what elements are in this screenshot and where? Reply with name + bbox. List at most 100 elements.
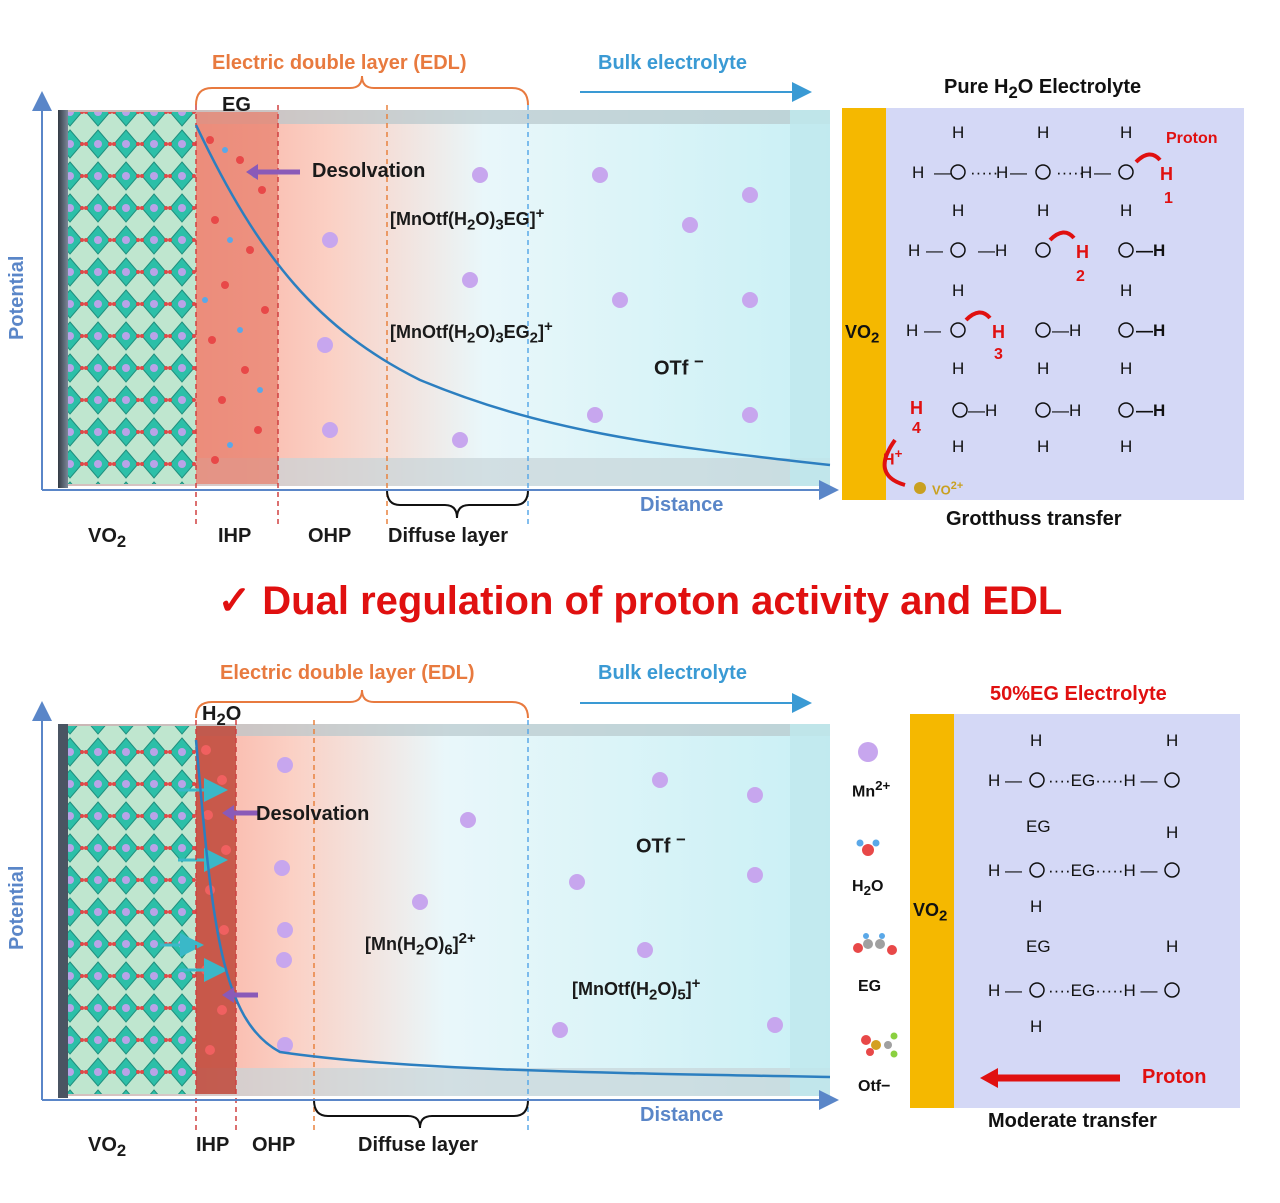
vo2-electrode: [842, 108, 886, 500]
step-3: 3: [994, 346, 1003, 363]
mn-complexes: [274, 757, 783, 1053]
svg-text:·····: ·····: [1056, 163, 1084, 182]
otf-legend-icon: [861, 1032, 898, 1058]
step-2: 2: [1076, 268, 1085, 285]
ihp-layer: [196, 726, 236, 1094]
svg-text:H: H: [910, 398, 923, 418]
svg-text:H: H: [908, 241, 920, 260]
eg-legend-icon: [853, 933, 897, 955]
legend-otf: Otf−: [858, 1078, 891, 1095]
proton-hops: H H H H: [910, 164, 1173, 418]
legend-eg: EG: [858, 978, 882, 995]
vo2-crystal: [68, 112, 196, 484]
mn-legend-icon: [858, 742, 878, 762]
bottom-schematic: H H — ····EG·····H — H EG H H — ····EG··…: [32, 689, 1240, 1130]
svg-text:EG: EG: [1026, 817, 1051, 836]
eg-network: H H — ····EG·····H — H EG H H — ····EG··…: [988, 731, 1180, 1036]
svg-text:—: —: [1094, 163, 1111, 182]
svg-text:H: H: [1037, 359, 1049, 378]
svg-text:·····: ·····: [970, 163, 998, 182]
svg-text:H: H: [1076, 242, 1089, 262]
bottom-region-ohp: OHP: [252, 1134, 296, 1156]
svg-text:H —: H —: [988, 861, 1022, 880]
bottom-region-diffuse: Diffuse layer: [358, 1134, 479, 1156]
svg-text:H: H: [1120, 123, 1132, 142]
top-panel-electrode: VO2: [845, 322, 880, 347]
bottom-y-axis-label: Potential: [6, 865, 28, 950]
svg-text:H: H: [1030, 897, 1042, 916]
svg-text:H: H: [1037, 437, 1049, 456]
svg-text:H: H: [1030, 1017, 1042, 1036]
bottom-panel-electrode: VO2: [913, 900, 948, 925]
step-1: 1: [1164, 190, 1173, 207]
svg-text:—: —: [934, 163, 951, 182]
bottom-bulk-label: Bulk electrolyte: [598, 662, 747, 684]
svg-text:H: H: [1120, 437, 1132, 456]
svg-text:—H: —H: [1052, 321, 1081, 340]
svg-text:—H: —H: [1136, 241, 1165, 260]
h2o-legend-icon: [856, 839, 880, 856]
bottom-anion-label: OTf −: [636, 830, 686, 858]
top-region-vo2: VO2: [88, 525, 127, 551]
bottom-x-axis-label: Distance: [640, 1104, 724, 1126]
step-4: 4: [912, 420, 921, 437]
panel-background: [842, 108, 1244, 500]
top-anion-label: OTf −: [654, 352, 704, 380]
svg-text:—: —: [926, 241, 943, 260]
svg-text:H: H: [992, 322, 1005, 342]
diffuse-brace: [313, 1099, 529, 1129]
svg-text:H: H: [952, 359, 964, 378]
svg-text:EG: EG: [1026, 937, 1051, 956]
bottom-edl-label: Electric double layer (EDL): [220, 662, 475, 684]
ihp-layer: [196, 112, 278, 484]
current-collector: [58, 110, 68, 488]
top-y-axis-label: Potential: [6, 255, 28, 340]
top-proton-label: Proton: [1166, 130, 1218, 147]
vo2plus-label: VO2+: [932, 480, 964, 498]
diffuse-brace: [386, 489, 529, 519]
svg-text:H: H: [1166, 731, 1178, 750]
top-desolvation-label: Desolvation: [312, 160, 426, 182]
potential-curve: [194, 739, 831, 1079]
bottom-panel-caption: Moderate transfer: [988, 1110, 1157, 1132]
edl-brace: [195, 689, 529, 719]
legend-mn: Mn2+: [852, 778, 891, 801]
bottom-panel-title: 50%EG Electrolyte: [990, 683, 1167, 705]
svg-text:H —: H —: [988, 981, 1022, 1000]
svg-text:H: H: [1166, 937, 1178, 956]
svg-text:H: H: [1080, 163, 1092, 182]
svg-text:H: H: [1160, 164, 1173, 184]
top-region-diffuse: Diffuse layer: [388, 525, 509, 547]
svg-text:—: —: [1010, 163, 1027, 182]
main-banner: ✓ Dual regulation of proton activity and…: [217, 579, 1063, 623]
svg-text:····EG·····H —: ····EG·····H —: [1048, 861, 1158, 880]
legend-h2o: H2O: [852, 878, 884, 899]
top-edl-label: Electric double layer (EDL): [212, 52, 467, 74]
svg-text:····EG·····H —: ····EG·····H —: [1048, 771, 1158, 790]
svg-text:H: H: [996, 163, 1008, 182]
top-panel-title: Pure H2O Electrolyte: [944, 76, 1142, 102]
vo2-crystal: [68, 726, 196, 1094]
potential-curve: [194, 124, 831, 467]
svg-text:H: H: [952, 437, 964, 456]
bottom-desolvation-label: Desolvation: [256, 803, 370, 825]
svg-text:H: H: [1037, 201, 1049, 220]
edl-brace: [195, 75, 529, 106]
hplus-label: H+: [883, 446, 903, 469]
svg-text:—H: —H: [978, 241, 1007, 260]
mn-complexes: [317, 167, 758, 448]
svg-text:····EG·····H —: ····EG·····H —: [1048, 981, 1158, 1000]
svg-text:—H: —H: [1136, 401, 1165, 420]
svg-text:H —: H —: [988, 771, 1022, 790]
svg-text:H: H: [952, 281, 964, 300]
bottom-proton-label: Proton: [1142, 1066, 1207, 1088]
bottom-region-ihp: IHP: [196, 1134, 230, 1156]
top-region-ohp: OHP: [308, 525, 352, 547]
svg-text:H: H: [952, 201, 964, 220]
svg-text:H: H: [1120, 201, 1132, 220]
vo2-electrode: [910, 714, 954, 1108]
svg-text:H: H: [906, 321, 918, 340]
top-x-axis-label: Distance: [640, 494, 724, 516]
svg-text:—H: —H: [1052, 401, 1081, 420]
